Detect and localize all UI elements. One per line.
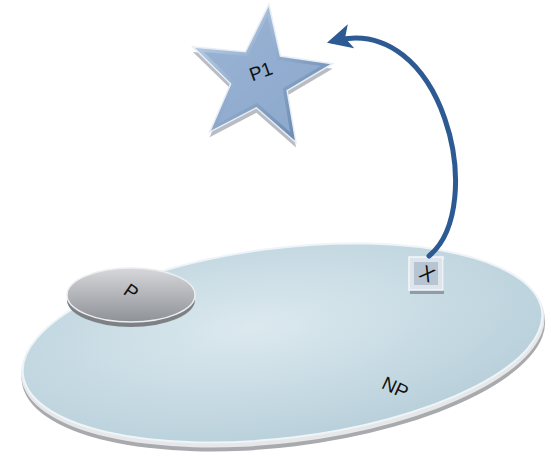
curved-arrow	[333, 38, 456, 256]
star-shape: P1	[185, 2, 335, 142]
plate-outline	[15, 232, 550, 454]
pellet-ellipse: P	[65, 262, 197, 328]
cube-box: X	[408, 256, 446, 294]
plate-ellipse: NPPX	[15, 232, 550, 454]
